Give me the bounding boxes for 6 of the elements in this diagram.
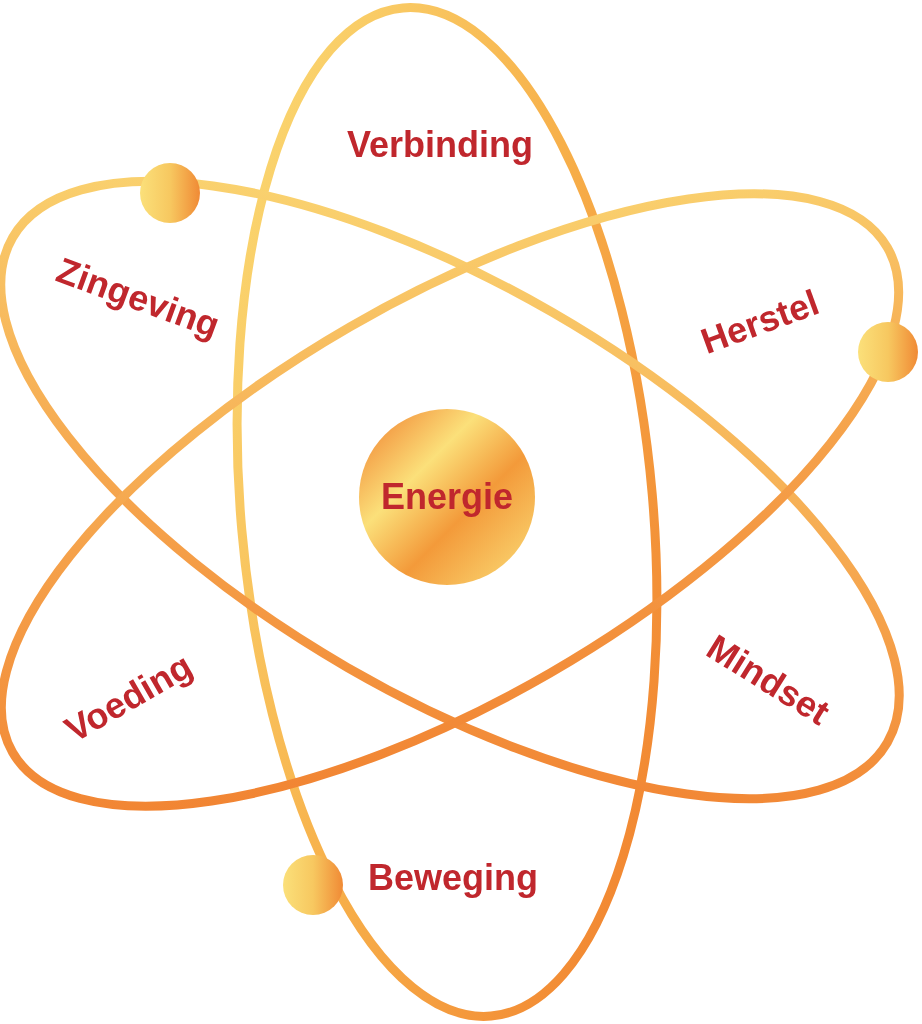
orbit-label: Verbinding [347, 124, 533, 166]
nucleus-label: Energie [380, 476, 513, 518]
orbit-label: Beweging [368, 857, 538, 899]
electron-circle [858, 322, 918, 382]
electron-circle [283, 855, 343, 915]
electron-circle [140, 163, 200, 223]
